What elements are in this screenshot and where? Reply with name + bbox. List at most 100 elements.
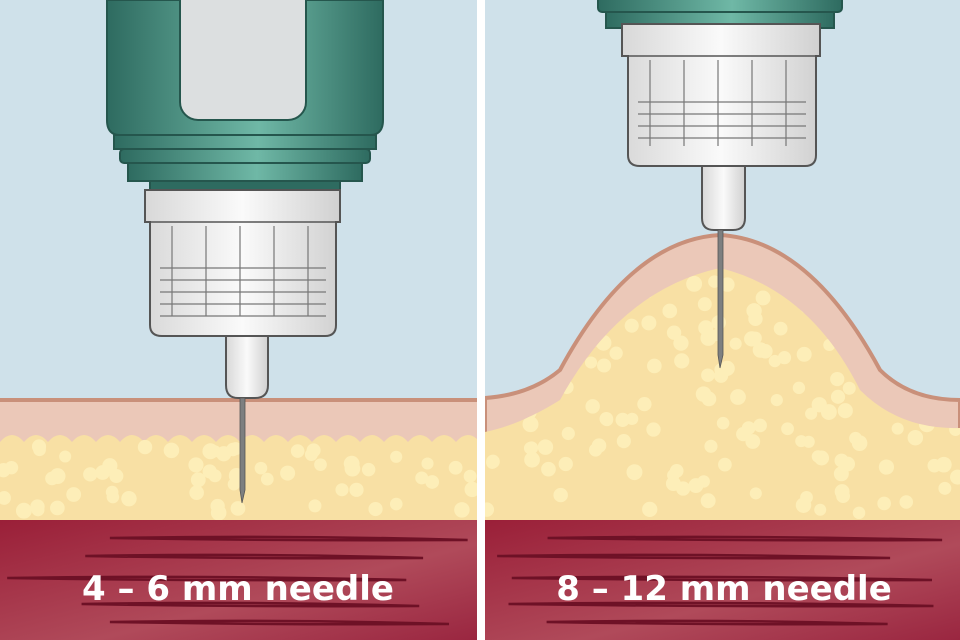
fat-cell [624, 318, 639, 333]
fat-cell [701, 368, 715, 382]
muscle-fiber [81, 601, 420, 608]
fat-cell [558, 456, 573, 472]
fat-cell [730, 389, 746, 405]
fat-cell [591, 438, 607, 453]
fat-cell [800, 490, 813, 504]
fat-cell [188, 457, 204, 473]
fat-cell [597, 358, 612, 373]
fat-cell [584, 356, 598, 369]
fat-cell [137, 439, 153, 455]
fat-cell [66, 487, 82, 502]
fat-cell [553, 487, 568, 503]
fat-cell [720, 277, 735, 292]
fat-cell [349, 482, 364, 497]
fat-cell [795, 435, 808, 448]
pen-needle-cap [144, 189, 341, 399]
fat-cell [463, 469, 477, 483]
fat-cell [647, 358, 662, 374]
muscle-fiber [511, 575, 933, 582]
fat-cell [770, 393, 783, 407]
fat-cell [83, 467, 98, 482]
fat-cell [697, 475, 710, 488]
muscle-fiber [109, 619, 450, 626]
fat-cell [752, 342, 769, 358]
fat-cell [308, 499, 322, 513]
fat-cell [907, 429, 924, 446]
fat-cell [226, 442, 240, 457]
muscle-fiber [7, 575, 407, 582]
muscle-fibers [497, 535, 943, 626]
fat-cell [615, 412, 630, 427]
fat-cell [642, 501, 658, 517]
fat-cell [421, 457, 434, 470]
fat-cell [777, 351, 792, 365]
fat-cell [830, 371, 845, 387]
fat-cell [773, 321, 788, 336]
fat-cell [641, 315, 657, 331]
fat-cell [686, 275, 703, 292]
fat-cell [368, 501, 383, 517]
fat-cell [33, 443, 46, 457]
fat-cell [814, 450, 830, 466]
fat-cell [749, 487, 762, 500]
fat-cell [716, 416, 730, 430]
fat-cell [736, 427, 751, 442]
fat-cell [280, 465, 296, 481]
fat-cell [701, 391, 717, 407]
fat-cell [59, 450, 72, 463]
fat-cell [781, 422, 794, 436]
fat-cell [202, 443, 219, 460]
fat-cell [344, 460, 361, 477]
fat-cell [616, 434, 631, 449]
pen-needle-cap [621, 23, 821, 231]
fat-cell [415, 471, 429, 485]
fat-cell [454, 502, 470, 518]
fat-cell [585, 399, 600, 414]
fat-cell [485, 502, 495, 517]
fat-cell [938, 481, 952, 495]
fat-cell [729, 337, 742, 350]
fat-cell [524, 451, 540, 468]
fat-cell [31, 503, 45, 517]
fat-cell [626, 464, 643, 481]
needle [239, 397, 246, 504]
muscle-fiber [546, 619, 888, 626]
fat-cell [792, 381, 806, 395]
fat-cell [700, 493, 716, 509]
fat-cell [718, 457, 732, 472]
panel-long-needle: 8 – 12 mm needle [485, 0, 960, 640]
fat-cell [45, 471, 59, 486]
panel-short-needle: 4 – 6 mm needle [0, 0, 477, 640]
fat-cell [537, 439, 554, 455]
fat-cell [666, 325, 682, 340]
fat-cell [425, 475, 440, 489]
fat-cell [561, 426, 575, 441]
fat-cell [389, 497, 403, 511]
fat-cell [50, 500, 65, 516]
fat-cell [814, 503, 827, 516]
skin-surface [0, 398, 477, 402]
fat-cell [254, 461, 268, 475]
muscle-fiber [547, 535, 943, 542]
muscle-fiber [109, 535, 468, 542]
fat-cell [609, 346, 623, 360]
fat-cell [335, 483, 349, 497]
fat-cell [522, 416, 539, 433]
fat-cell [840, 456, 856, 472]
fat-cell [697, 297, 712, 312]
fat-cell [525, 441, 539, 455]
needle-label-long: 8 – 12 mm needle [556, 569, 892, 609]
muscle-fiber [85, 553, 424, 560]
fat-cell [891, 422, 904, 435]
muscle-fiber [497, 553, 891, 560]
fat-cell [749, 331, 762, 345]
fat-cell [673, 335, 689, 351]
fat-cell [464, 481, 477, 498]
fat-cells [0, 439, 477, 521]
fat-cell [106, 490, 120, 504]
fat-cell [830, 389, 846, 404]
fat-cell [314, 458, 327, 471]
fat-cell [704, 439, 718, 453]
panel-divider [477, 0, 485, 640]
